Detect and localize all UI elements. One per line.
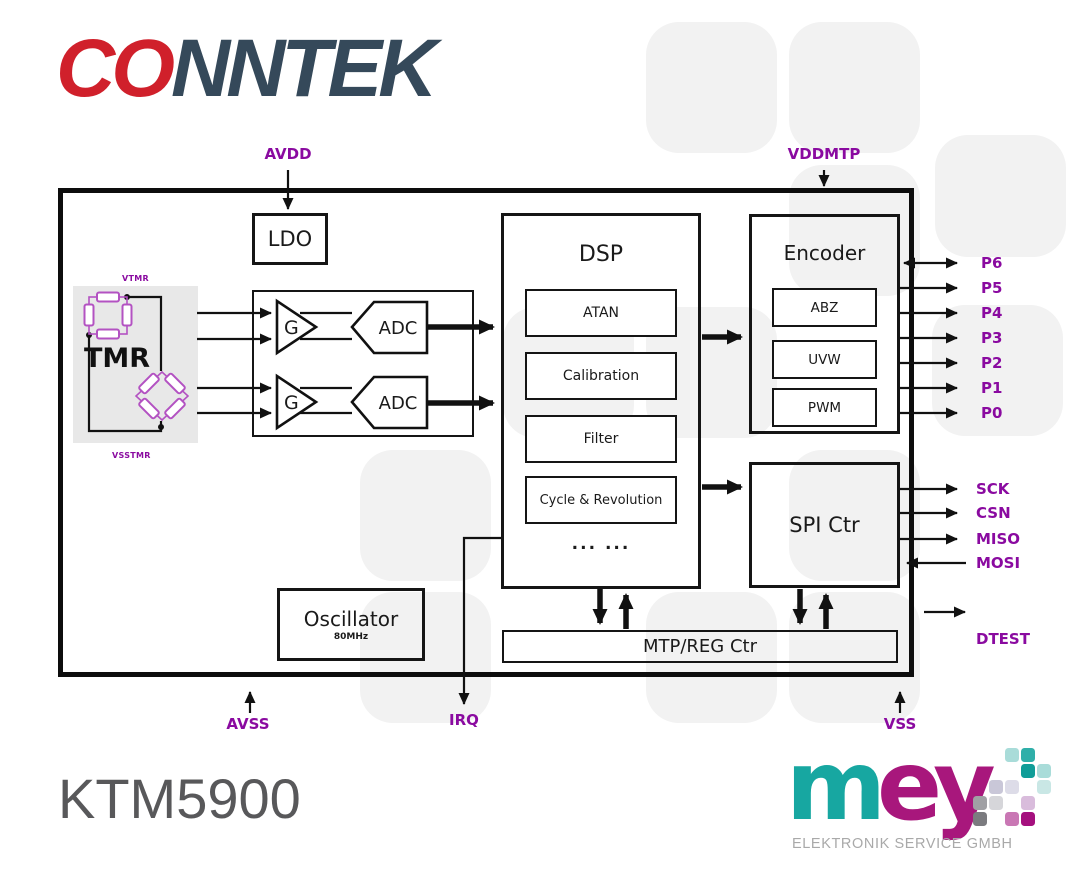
mosaic-square (973, 812, 987, 826)
background-tile (789, 22, 920, 153)
encoder-sub-abz: ABZ (772, 288, 877, 327)
oscillator-frequency: 80MHz (333, 632, 369, 642)
pin-sck: SCK (976, 480, 1010, 498)
block-dsp: DSP ATAN Calibration Filter Cycle & Revo… (501, 213, 701, 589)
block-afe (252, 290, 474, 437)
pin-irq: IRQ (449, 711, 479, 729)
mosaic-square (1021, 764, 1035, 778)
encoder-sub-uvw: UVW (772, 340, 877, 379)
mosaic-square (1005, 748, 1019, 762)
dsp-sub-cycle-revolution: Cycle & Revolution (525, 476, 677, 524)
pin-p5: P5 (981, 279, 1003, 297)
spi-ctr-label: SPI Ctr (789, 513, 860, 537)
block-mtp-reg-ctr: MTP/REG Ctr (502, 630, 898, 663)
pin-vddmtp: VDDMTP (787, 145, 861, 163)
block-spi-ctr: SPI Ctr (749, 462, 900, 588)
encoder-title: Encoder (783, 241, 866, 265)
pin-dtest: DTEST (976, 630, 1030, 648)
mosaic-square (1037, 764, 1051, 778)
dsp-sub-calibration: Calibration (525, 352, 677, 400)
mosaic-square (973, 796, 987, 810)
encoder-sub-pwm: PWM (772, 388, 877, 427)
pin-p0: P0 (981, 404, 1003, 422)
pin-p4: P4 (981, 304, 1003, 322)
pin-csn: CSN (976, 504, 1011, 522)
dsp-title: DSP (578, 242, 624, 267)
block-encoder: Encoder ABZ UVW PWM (749, 214, 900, 434)
mosaic-square (1021, 796, 1035, 810)
conntek-logo: CONNTEK (56, 28, 437, 110)
mtp-reg-label: MTP/REG Ctr (642, 636, 758, 657)
pin-p1: P1 (981, 379, 1003, 397)
mosaic-square (1005, 780, 1019, 794)
mey-logo-m: m (786, 730, 886, 842)
pin-vsstmr: VSSTMR (112, 451, 151, 460)
mey-subtitle: ELEKTRONIK SERVICE GMBH (792, 836, 1013, 852)
pin-p2: P2 (981, 354, 1003, 372)
pin-p3: P3 (981, 329, 1003, 347)
mosaic-square (989, 780, 1003, 794)
background-tile (935, 135, 1066, 257)
pin-vtmr: VTMR (122, 274, 149, 283)
mosaic-square (1005, 812, 1019, 826)
dsp-sub-filter: Filter (525, 415, 677, 463)
mey-logo: mey (786, 738, 996, 834)
block-ldo: LDO (252, 213, 328, 265)
part-number: KTM5900 (58, 767, 301, 830)
mosaic-square (989, 796, 1003, 810)
conntek-logo-red: CO (56, 23, 175, 114)
background-tile (646, 592, 777, 723)
ldo-label: LDO (267, 227, 313, 251)
pin-miso: MISO (976, 530, 1021, 548)
block-oscillator: Oscillator 80MHz (277, 588, 425, 661)
dsp-sub-atan: ATAN (525, 289, 677, 337)
tmr-label: TMR (84, 343, 151, 374)
pin-mosi: MOSI (976, 554, 1021, 572)
dsp-ellipsis: ... ... (571, 534, 631, 554)
mey-logo-ey: ey (877, 730, 996, 842)
pin-avdd: AVDD (264, 145, 312, 163)
pin-p6: P6 (981, 254, 1003, 272)
pin-avss: AVSS (226, 715, 270, 733)
conntek-logo-dark: NNTEK (171, 23, 437, 114)
mosaic-square (1021, 748, 1035, 762)
pin-vss: VSS (883, 715, 917, 733)
oscillator-label: Oscillator (303, 607, 399, 631)
mosaic-square (1021, 812, 1035, 826)
background-tile (646, 22, 777, 153)
mosaic-square (1037, 780, 1051, 794)
